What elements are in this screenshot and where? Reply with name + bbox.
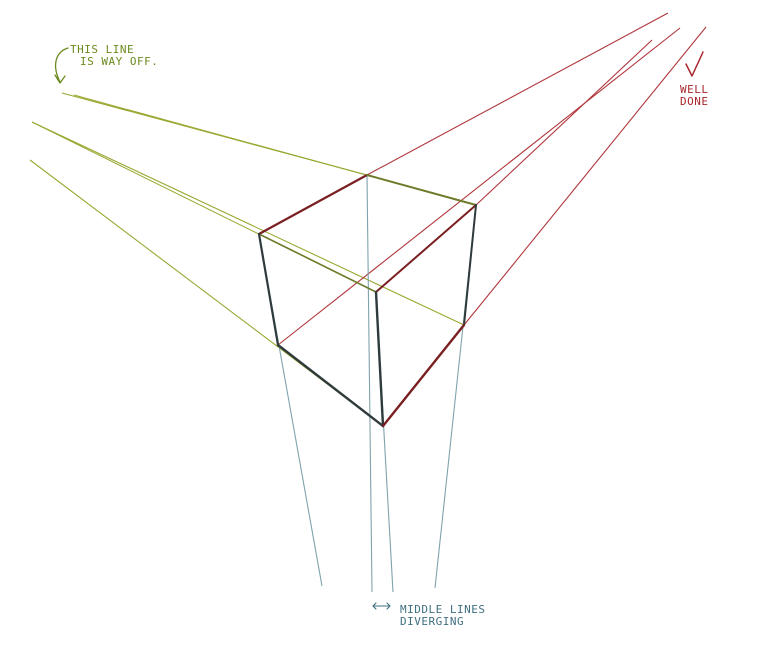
right-guide-1 [366,12,669,176]
right-guide-3 [277,27,681,346]
well-done-annotation: WELL DONE [680,84,709,108]
right-guide-4 [463,26,707,326]
double-arrow-icon [372,602,391,610]
cube-front-vertical [374,290,385,428]
cube-top-front-right-edge [375,204,477,293]
cube-outline [257,173,477,428]
line-off-annotation-line-2: IS WAY OFF. [80,55,159,68]
right-vanishing-guides [277,12,707,346]
left-guide-middle-lower [31,121,465,326]
cube-left-vertical [257,232,280,347]
cube-bottom-left-edge [276,343,385,428]
cube-top-right-edge [366,174,477,206]
cube-top-front-left-edge [258,233,377,293]
checkmark-icon [685,51,704,77]
line-off-annotation-line-1: THIS LINE [70,43,135,56]
left-guide-off [61,92,368,176]
diverging-annotation: MIDDLE LINES DIVERGING [400,604,485,628]
curved-arrow-icon [54,47,69,84]
right-guide-2 [474,39,653,207]
vertical-guide-middle-left [366,174,373,593]
diverging-annotation-line-1: MIDDLE LINES [400,603,486,616]
cube-right-vertical [463,204,477,326]
diverging-annotation-line-2: DIVERGING [400,615,465,628]
line-off-annotation: THIS LINE IS WAY OFF. [70,44,158,68]
vertical-vanishing-guides [258,174,477,593]
left-vanishing-guides [29,92,477,427]
well-done-annotation-line-2: DONE [680,95,709,108]
well-done-annotation-line-1: WELL [680,83,709,96]
cube-top-left-edge [257,173,369,236]
cube-bottom-right-edge [381,323,466,428]
